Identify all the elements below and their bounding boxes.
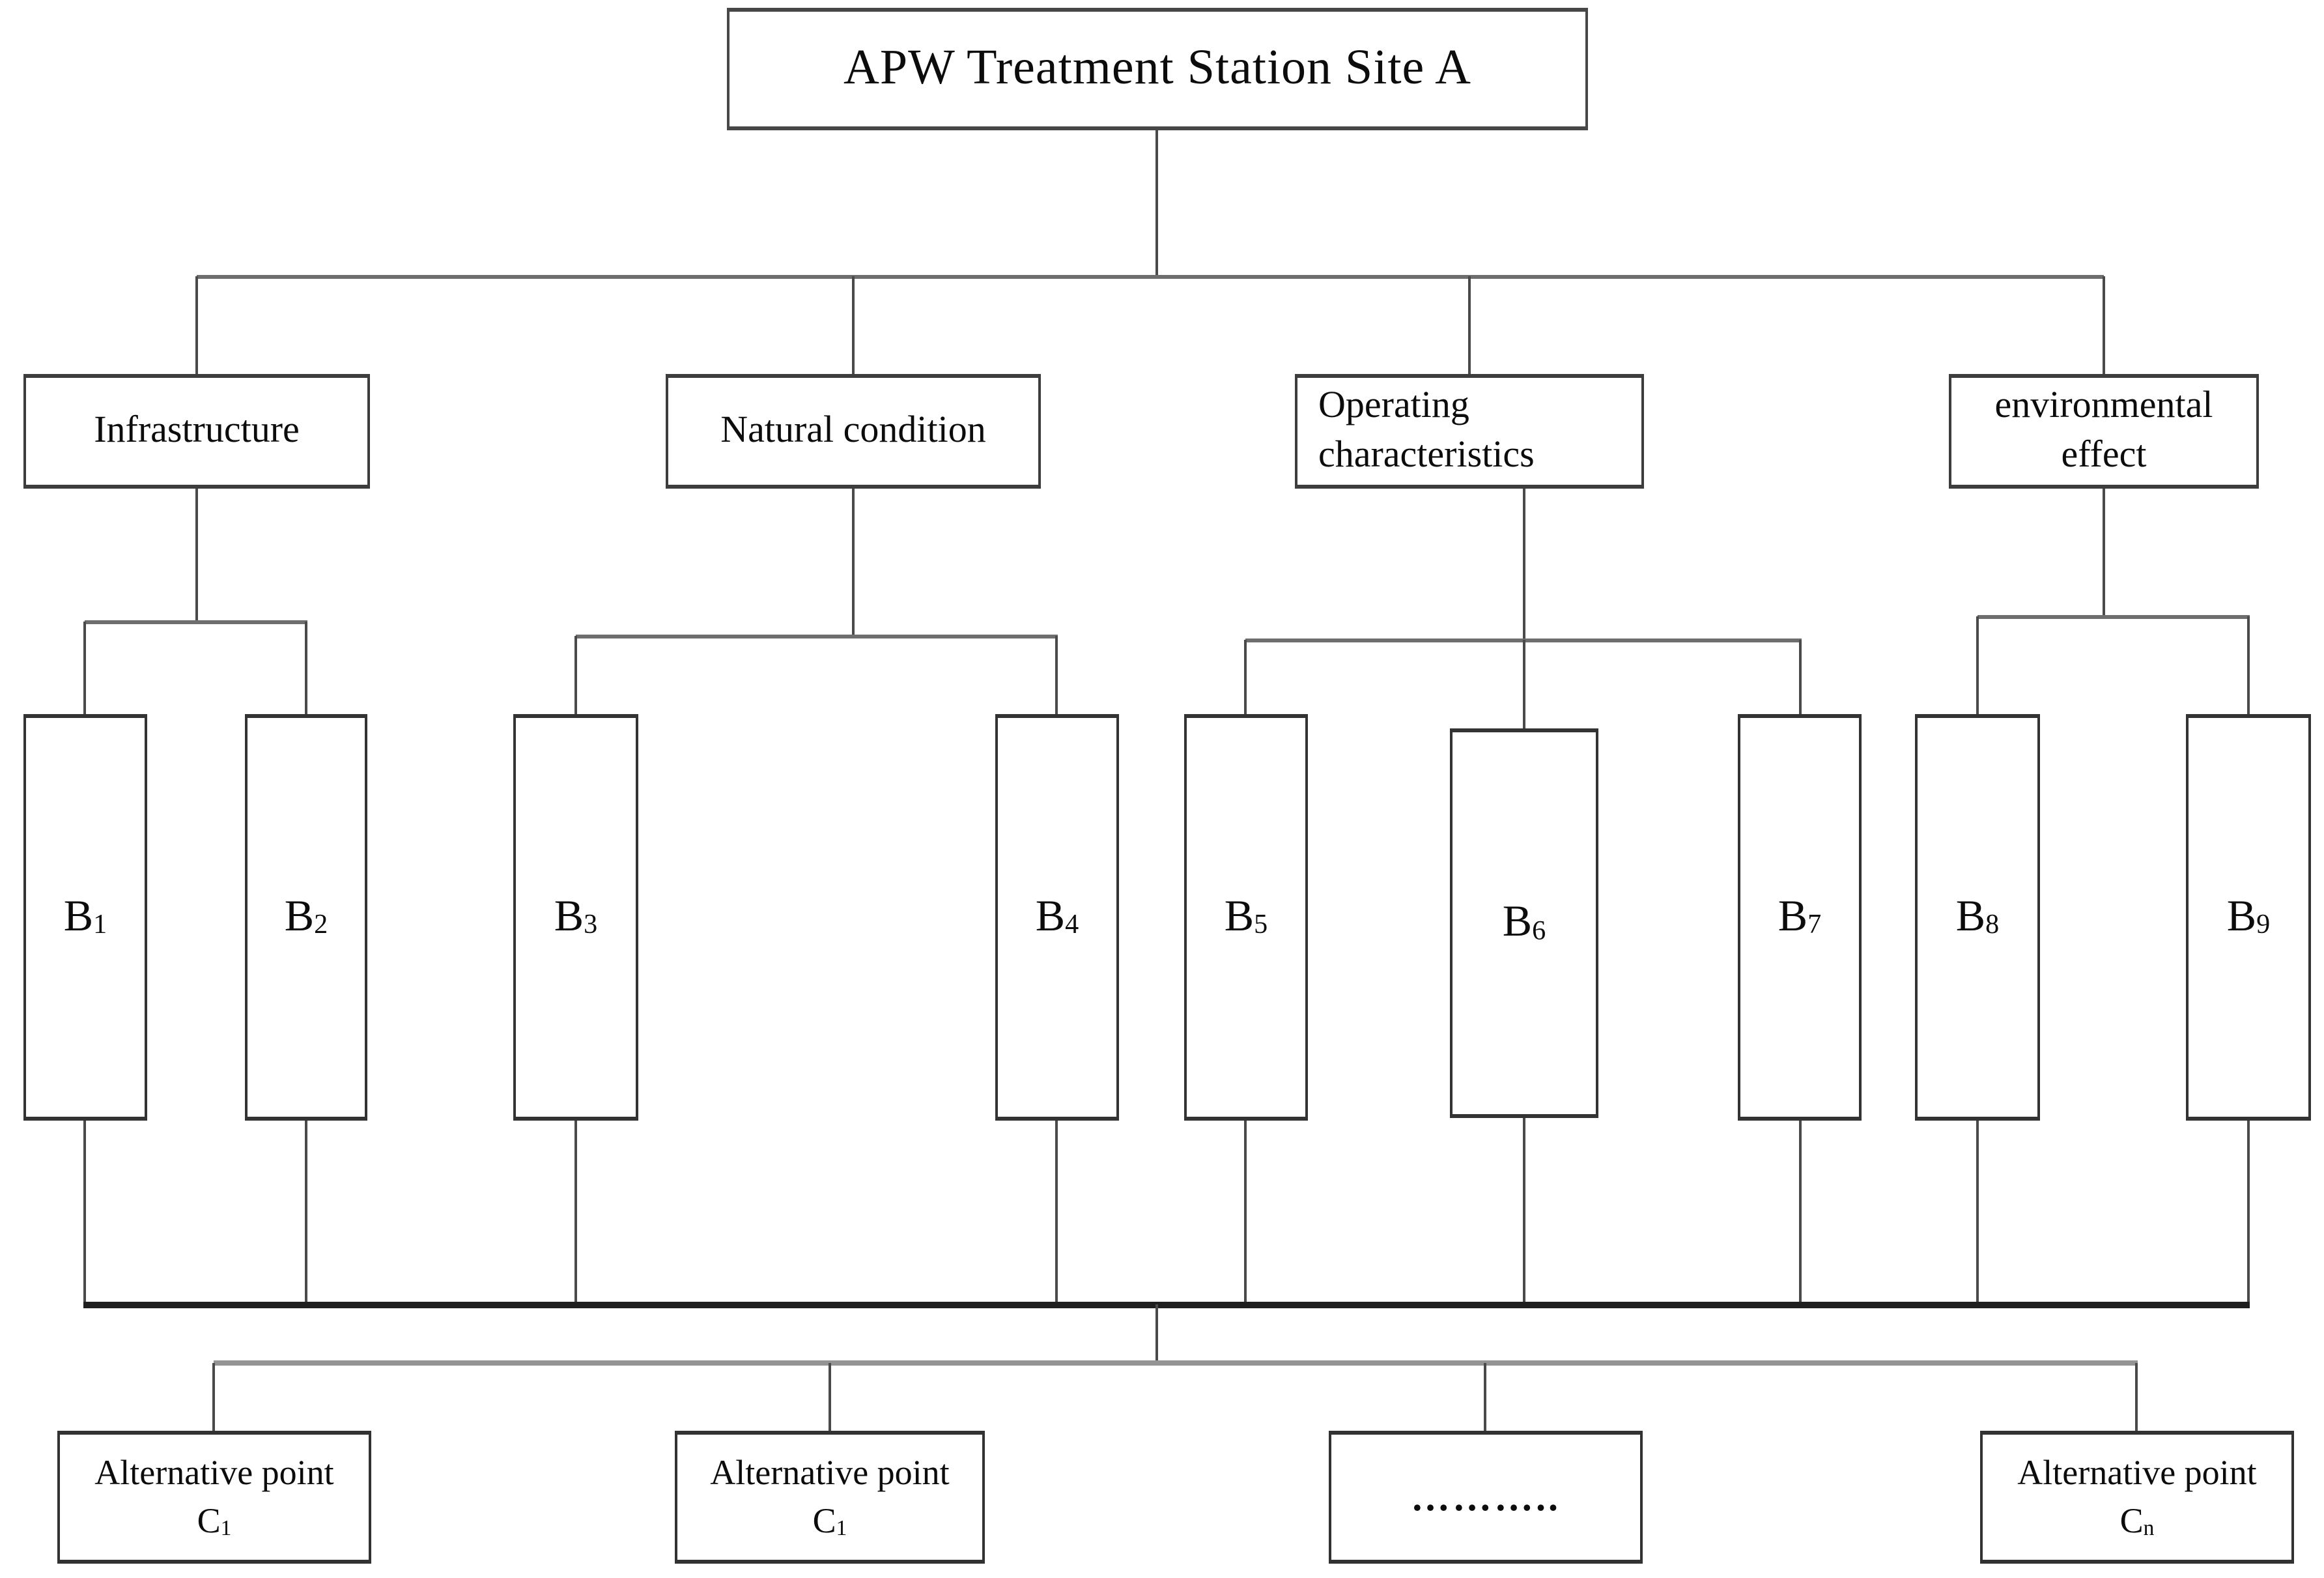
alternative-c1-second: Alternative point C1 bbox=[675, 1431, 985, 1564]
connector-drop-b9 bbox=[2247, 616, 2250, 715]
criterion-b6-label: B6 bbox=[1502, 898, 1546, 947]
category-environmental-effect: environmental effect bbox=[1949, 374, 2259, 489]
alternative-c1-first: Alternative point C1 bbox=[57, 1431, 371, 1564]
connector-infrastructure-stem bbox=[195, 489, 198, 623]
root-node: APW Treatment Station Site A bbox=[727, 8, 1588, 130]
connector-drop-b7 bbox=[1799, 640, 1802, 715]
connector-drop-ellipsis bbox=[1484, 1363, 1486, 1431]
criterion-b9-label: B9 bbox=[2226, 892, 2271, 941]
criterion-b7: B7 bbox=[1738, 714, 1862, 1121]
criterion-b3: B3 bbox=[513, 714, 638, 1121]
connector-b5-down bbox=[1244, 1121, 1247, 1304]
alternative-cn: Alternative point Cn bbox=[1980, 1431, 2294, 1564]
criterion-b3-label: B3 bbox=[554, 892, 598, 941]
criterion-b8-label: B8 bbox=[1955, 892, 2000, 941]
connector-b1-down bbox=[83, 1121, 86, 1304]
criterion-b1: B1 bbox=[23, 714, 147, 1121]
connector-drop-alt1 bbox=[212, 1363, 215, 1431]
connector-b9-down bbox=[2247, 1121, 2250, 1304]
category-natural-condition: Natural condition bbox=[666, 374, 1041, 489]
criterion-b2: B2 bbox=[245, 714, 367, 1121]
alternative-c1-first-label: Alternative point bbox=[94, 1452, 334, 1492]
connector-drop-natural bbox=[852, 276, 855, 375]
alternative-ellipsis-label: ……….. bbox=[1411, 1476, 1561, 1519]
connector-drop-infrastructure bbox=[195, 276, 198, 375]
root-node-label: APW Treatment Station Site A bbox=[843, 40, 1471, 96]
alternative-c1-second-symbol: C1 bbox=[812, 1501, 847, 1540]
connector-drop-b3 bbox=[574, 636, 577, 715]
category-operating-characteristics: Operating characteristics bbox=[1295, 374, 1644, 489]
connector-root-trunk bbox=[1155, 130, 1158, 278]
connector-drop-b4 bbox=[1055, 636, 1058, 715]
connector-b8-down bbox=[1976, 1121, 1979, 1304]
connector-distribution-bus bbox=[214, 1360, 2138, 1366]
criterion-b2-label: B2 bbox=[284, 892, 328, 941]
criterion-b1-label: B1 bbox=[63, 892, 107, 941]
alternative-ellipsis: ……….. bbox=[1329, 1431, 1643, 1564]
criterion-b7-label: B7 bbox=[1778, 892, 1822, 941]
criterion-b6: B6 bbox=[1450, 728, 1598, 1118]
connector-operating-stem bbox=[1523, 489, 1525, 641]
criterion-b9: B9 bbox=[2186, 714, 2311, 1121]
connector-drop-operating bbox=[1468, 276, 1471, 375]
criterion-b8: B8 bbox=[1915, 714, 2040, 1121]
connector-natural-stem bbox=[852, 489, 855, 637]
connector-level1-bus bbox=[197, 275, 2104, 279]
connector-drop-b8 bbox=[1976, 616, 1979, 715]
connector-b6-down bbox=[1523, 1118, 1525, 1304]
criterion-b4: B4 bbox=[995, 714, 1119, 1121]
connector-collector-trunk bbox=[1155, 1304, 1158, 1363]
connector-collector-bus bbox=[83, 1302, 2250, 1308]
connector-environmental-stem bbox=[2103, 489, 2105, 618]
connector-drop-altn bbox=[2135, 1363, 2138, 1431]
criterion-b5-label: B5 bbox=[1224, 892, 1268, 941]
connector-b3-down bbox=[574, 1121, 577, 1304]
alternative-c1-first-symbol: C1 bbox=[197, 1501, 232, 1540]
connector-infrastructure-bus bbox=[85, 620, 307, 624]
category-operating-characteristics-label: Operating characteristics bbox=[1318, 384, 1535, 476]
connector-drop-b1 bbox=[83, 622, 86, 715]
connector-drop-environmental bbox=[2103, 276, 2105, 375]
alternative-cn-symbol: Cn bbox=[2119, 1501, 2155, 1540]
connector-environmental-bus bbox=[1977, 615, 2250, 619]
connector-b7-down bbox=[1799, 1121, 1802, 1304]
criterion-b5: B5 bbox=[1184, 714, 1308, 1121]
criterion-b4-label: B4 bbox=[1035, 892, 1079, 941]
connector-drop-b5 bbox=[1244, 640, 1247, 715]
alternative-cn-label: Alternative point bbox=[2017, 1452, 2257, 1492]
connector-natural-bus bbox=[576, 635, 1058, 638]
alternative-c1-second-label: Alternative point bbox=[710, 1452, 950, 1492]
category-infrastructure-label: Infrastructure bbox=[94, 409, 300, 452]
connector-drop-b6 bbox=[1523, 640, 1525, 730]
connector-drop-b2 bbox=[305, 622, 307, 715]
category-infrastructure: Infrastructure bbox=[23, 374, 370, 489]
category-environmental-effect-label: environmental effect bbox=[1994, 384, 2213, 476]
connector-b4-down bbox=[1055, 1121, 1058, 1304]
connector-b2-down bbox=[305, 1121, 307, 1304]
category-natural-condition-label: Natural condition bbox=[720, 409, 986, 452]
connector-drop-alt2 bbox=[829, 1363, 831, 1431]
